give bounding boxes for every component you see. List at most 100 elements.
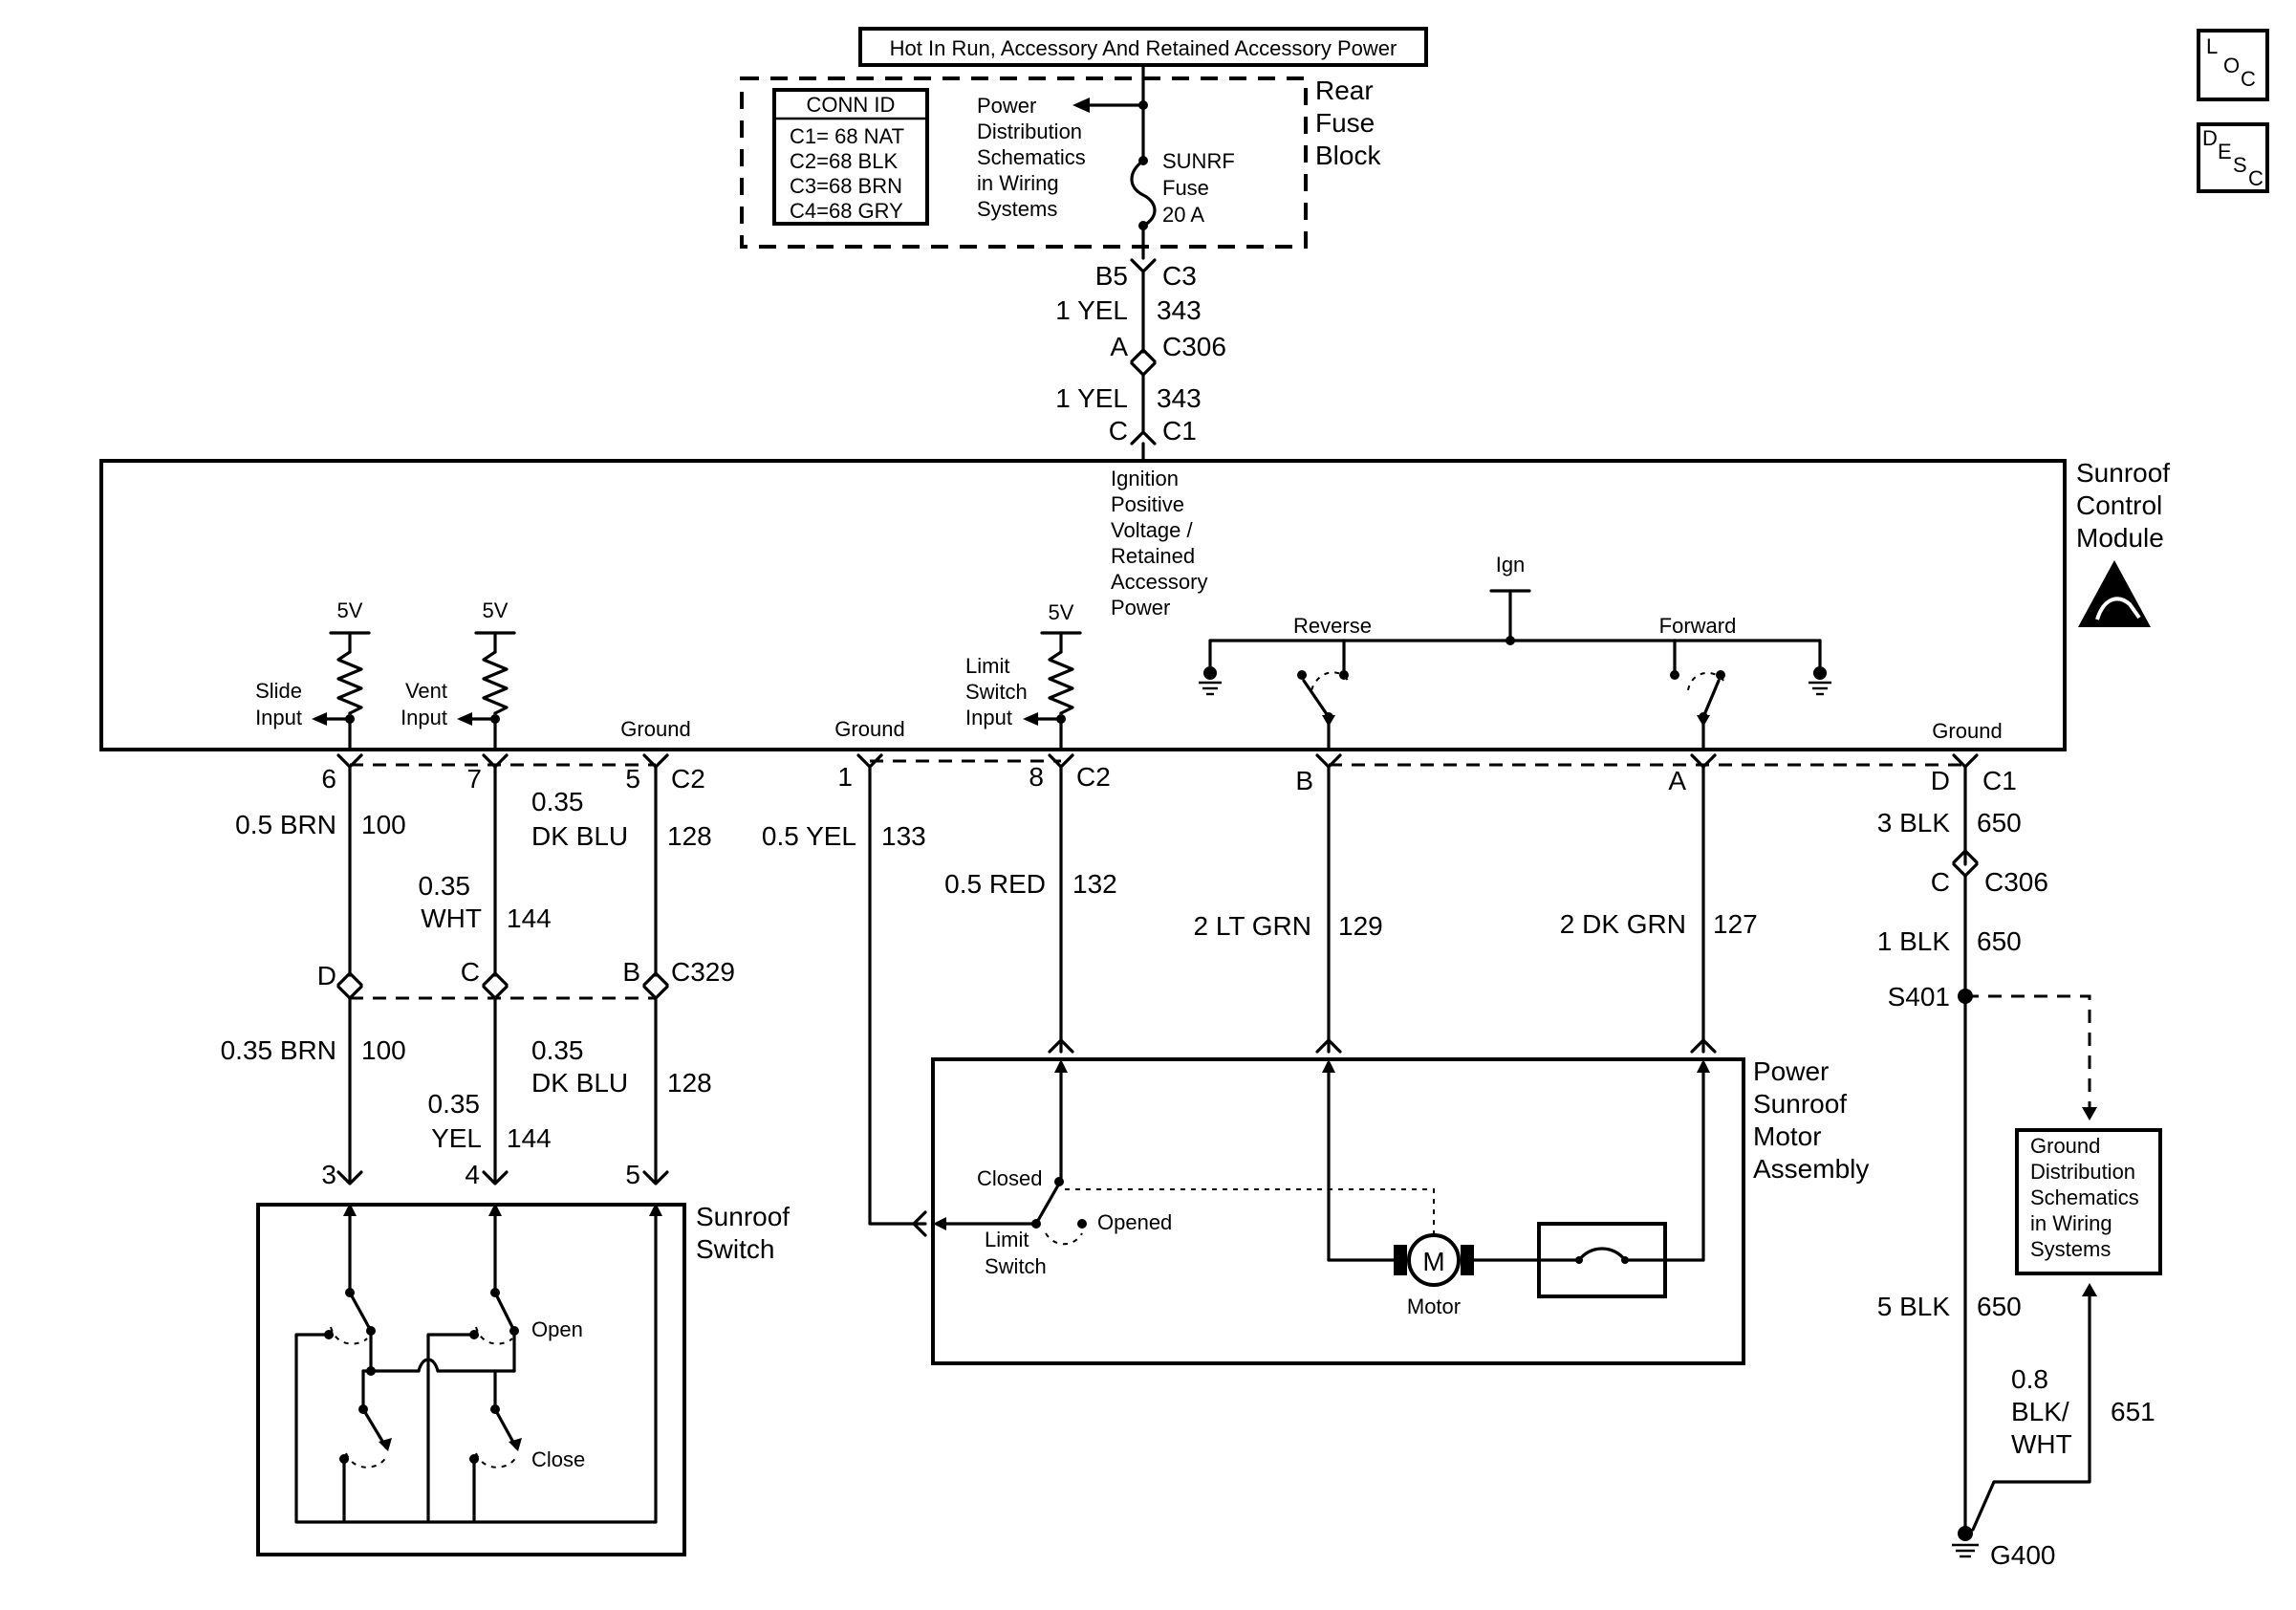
ground-label-c2-1: Ground [834, 717, 904, 741]
wire-color-650-b: 1 BLK [1877, 926, 1951, 956]
motor-assembly-label-2: Sunroof [1753, 1089, 1847, 1119]
wire-color-133: 0.5 YEL [762, 821, 856, 851]
resistor-icon [482, 650, 509, 715]
arrow-left-icon [1072, 98, 1090, 113]
wire-color-127: 2 DK GRN [1560, 909, 1686, 939]
conn-id-c2: C2=68 BLK [790, 149, 898, 173]
esd-warning-icon [2078, 560, 2151, 627]
wire-color-100-b: 0.35 BRN [221, 1035, 336, 1065]
gds-line-4: in Wiring [2030, 1211, 2112, 1235]
wire-color-128-a1: 0.35 [531, 787, 584, 816]
circuit-127: 127 [1713, 909, 1758, 939]
limit-input-label-2: Switch [965, 680, 1028, 704]
module-label-2: Control [2076, 490, 2162, 520]
slide-input-label-1: Slide [255, 679, 302, 703]
connector-c3: C3 [1162, 261, 1197, 291]
limit-opened-label: Opened [1097, 1210, 1172, 1234]
circuit-650-c: 650 [1977, 1292, 2022, 1321]
ign-text-3: Voltage / [1111, 518, 1194, 542]
ground-icon [1952, 1526, 1979, 1558]
desc-icon-e: E [2218, 140, 2232, 163]
slide-input-label-2: Input [255, 706, 302, 729]
limit-closed-label: Closed [977, 1166, 1042, 1190]
ground-label-c1-d: Ground [1932, 719, 2002, 743]
conn-id-c3: C3=68 BRN [790, 174, 902, 198]
conn-id-title: CONN ID [807, 93, 896, 117]
pin-1: 1 [837, 762, 853, 792]
wire-color-132: 0.5 RED [944, 869, 1046, 899]
fuse-name: SUNRF [1162, 149, 1235, 173]
pin-c: C [1109, 416, 1128, 446]
circuit-100-b: 100 [361, 1035, 406, 1065]
switch-pin-4: 4 [465, 1160, 480, 1189]
connector-c2-b: C2 [1076, 762, 1111, 792]
gds-line-5: Systems [2030, 1237, 2111, 1261]
limit-switch-input-circuit: 5V Limit Switch Input [965, 600, 1082, 751]
c329-label: C329 [671, 957, 735, 987]
circuit-128-b: 128 [667, 1068, 712, 1098]
pin-b: B [1295, 766, 1313, 795]
connector-c2-a: C2 [671, 764, 705, 794]
limit-5v-label: 5V [1049, 600, 1074, 624]
circuit-343-b: 343 [1157, 383, 1202, 413]
desc-icon[interactable]: D E S C [2197, 122, 2269, 193]
vent-input-label-1: Vent [405, 679, 447, 703]
pin-a-motor: A [1668, 766, 1686, 795]
loc-icon-c: C [2241, 67, 2256, 91]
motor-label: Motor [1407, 1295, 1461, 1318]
ign-text-5: Accessory [1111, 570, 1207, 594]
ign-text-2: Positive [1111, 492, 1184, 516]
ground-distribution-box [2015, 1128, 2162, 1275]
limit-input-label-1: Limit [965, 654, 1009, 678]
module-label-3: Module [2076, 523, 2164, 553]
resistor-icon [336, 650, 363, 715]
desc-icon-c: C [2248, 166, 2264, 190]
rear-fuse-block-outline [740, 76, 1308, 249]
resistor-icon [1048, 650, 1074, 715]
limit-input-label-3: Input [965, 706, 1012, 729]
sunroof-control-module-box [99, 459, 2067, 751]
rear-fuse-block-label-2: Fuse [1315, 108, 1375, 138]
forward-relay-switch [1701, 679, 1721, 719]
wire-color-651-3: WHT [2011, 1429, 2072, 1459]
conn-id-box [772, 88, 929, 226]
motor-assembly-box [931, 1057, 1745, 1365]
circuit-128-a: 128 [667, 821, 712, 851]
gds-line-3: Schematics [2030, 1186, 2139, 1209]
sunroof-switch-internals: Open Close [294, 1203, 662, 1524]
ign-text-1: Ignition [1111, 467, 1179, 490]
motor-icon [1407, 1233, 1461, 1287]
limit-switch-label-2: Switch [985, 1254, 1047, 1278]
wire-color-651-2: BLK/ [2011, 1397, 2069, 1426]
switch-close-label: Close [531, 1447, 585, 1471]
ground-connector-c306: C306 [1984, 867, 2048, 897]
connector-c306-male [1130, 348, 1157, 363]
splice-s401-label: S401 [1888, 982, 1950, 1012]
circuit-100-a: 100 [361, 810, 406, 839]
circuit-343-a: 343 [1157, 295, 1202, 325]
motor-assembly-label-1: Power [1753, 1056, 1829, 1086]
switch-pin-3: 3 [321, 1160, 336, 1189]
circuit-133: 133 [881, 821, 926, 851]
reverse-label: Reverse [1293, 614, 1372, 638]
circuit-651: 651 [2111, 1397, 2155, 1426]
relay-circuit: Ign Reverse Forward [1199, 553, 1831, 751]
vent-5v-label: 5V [483, 598, 509, 622]
vent-input-label-2: Input [401, 706, 447, 729]
wire-color-128-b1: 0.35 [531, 1035, 584, 1065]
ign-text-6: Power [1111, 596, 1170, 620]
gds-line-2: Distribution [2030, 1160, 2135, 1184]
connector-c306: C306 [1162, 332, 1226, 361]
wire-color-128-b2: DK BLU [531, 1068, 628, 1098]
connector-c1: C1 [1162, 416, 1197, 446]
ground-label-c2-5: Ground [620, 717, 690, 741]
switch-pin-5: 5 [625, 1160, 640, 1189]
ign-label: Ign [1496, 553, 1526, 577]
ign-text-4: Retained [1111, 544, 1195, 568]
pds-line-4: in Wiring [977, 171, 1059, 195]
ground-icon [1809, 666, 1831, 696]
circuit-129: 129 [1338, 911, 1383, 941]
motor-assembly-label-4: Assembly [1753, 1154, 1869, 1184]
loc-icon[interactable]: L O C [2197, 29, 2269, 101]
ground-g400-label: G400 [1990, 1540, 2056, 1570]
